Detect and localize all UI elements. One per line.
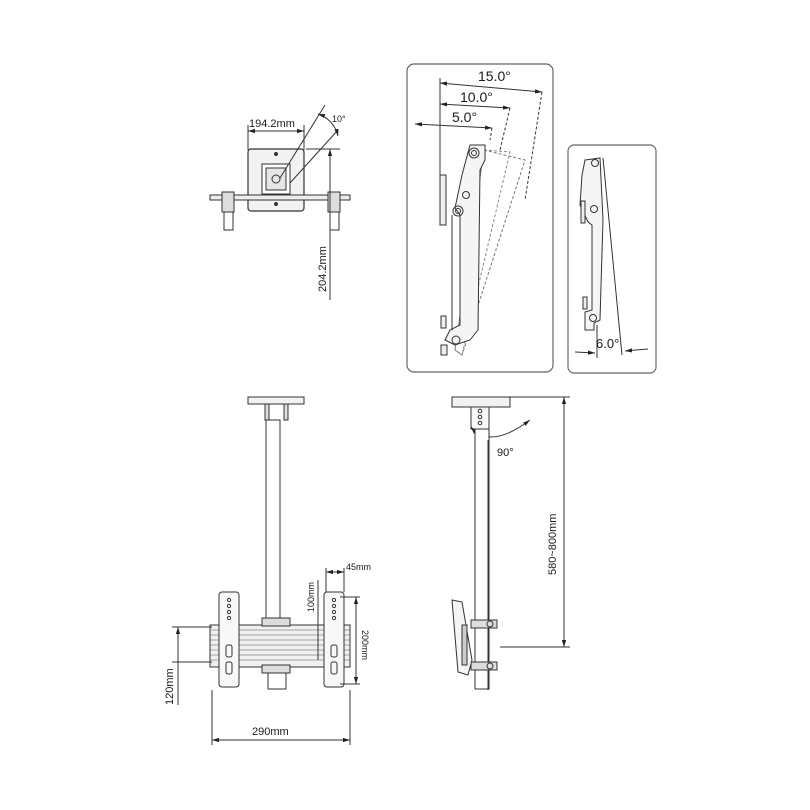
side-tilt-angle: 6.0° bbox=[596, 336, 619, 351]
top-view bbox=[209, 104, 351, 300]
vertical-offset-label: 100mm bbox=[306, 582, 316, 612]
side-view bbox=[451, 396, 570, 690]
bottom-height-label: 120mm bbox=[164, 668, 176, 705]
tilt-angle-15: 15.0° bbox=[478, 68, 511, 84]
tilt-angle-5: 5.0° bbox=[452, 109, 477, 125]
front-view bbox=[172, 396, 360, 745]
bracket-height-label: 200mm bbox=[360, 630, 370, 660]
top-rotation-label: 10° bbox=[332, 114, 346, 124]
height-range-label: 580~800mm bbox=[547, 514, 559, 575]
top-width-label: 194.2mm bbox=[249, 118, 295, 130]
tilt-panel: 15.0° 10.0° 5.0° bbox=[406, 63, 554, 373]
arm-width-label: 45mm bbox=[346, 562, 371, 572]
total-width-label: 290mm bbox=[252, 726, 289, 738]
side-tilt-panel: 6.0° bbox=[567, 144, 657, 374]
swivel-angle-label: 90° bbox=[497, 447, 514, 459]
tilt-angle-10: 10.0° bbox=[460, 89, 493, 105]
top-height-label: 204.2mm bbox=[317, 246, 329, 292]
